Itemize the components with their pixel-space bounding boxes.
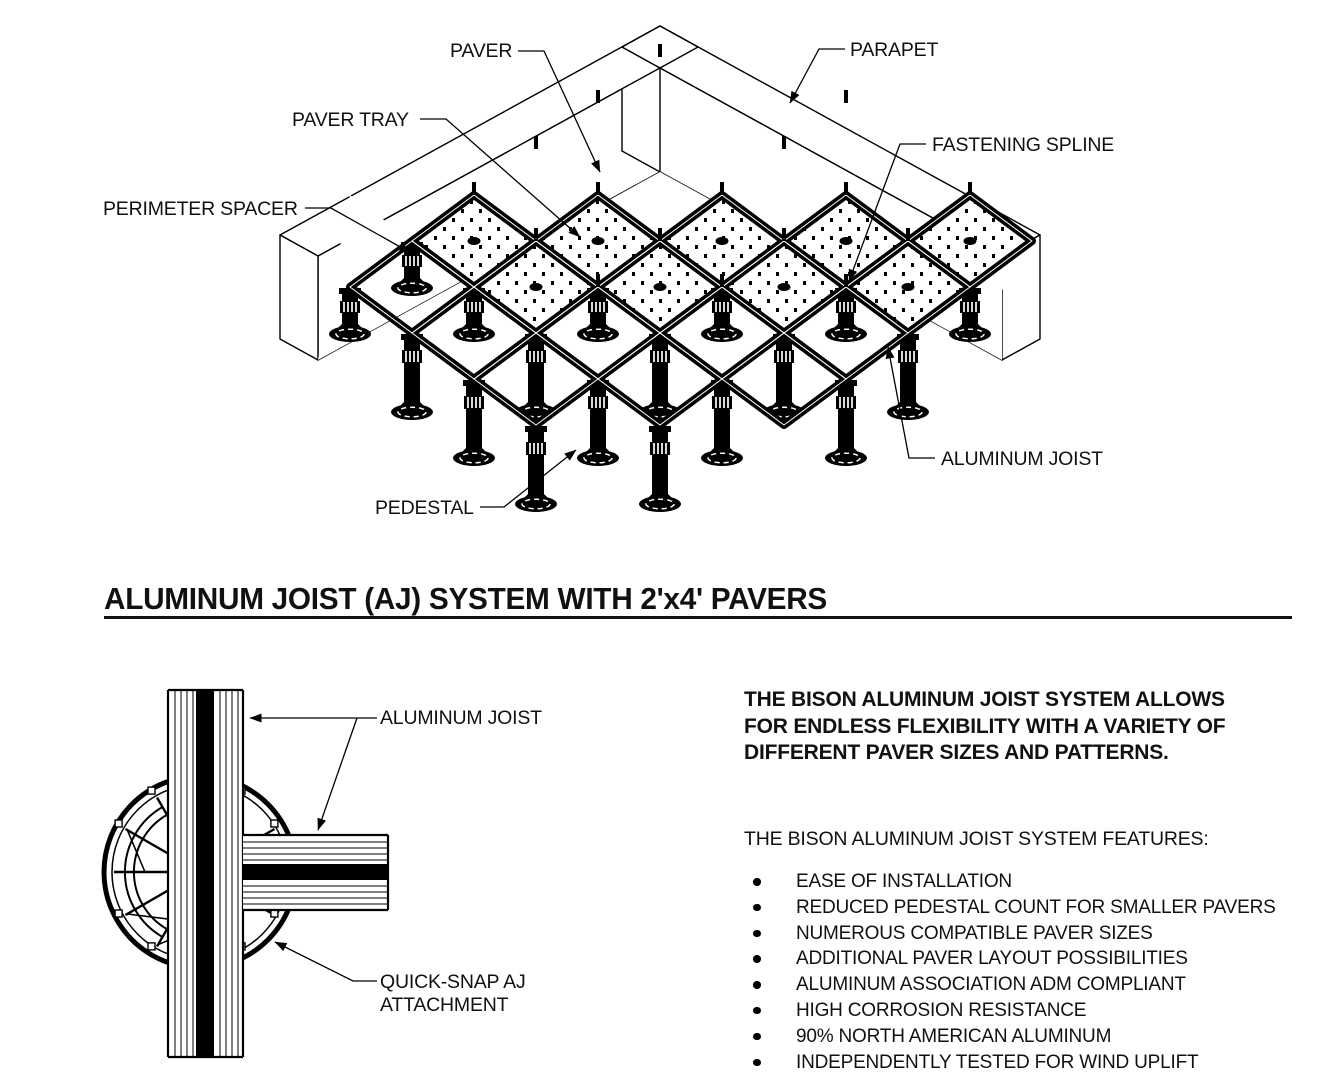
feature-item: HIGH CORROSION RESISTANCE — [744, 998, 1314, 1024]
leader-lines — [305, 48, 935, 508]
detail-label-quick-snap-line1: QUICK-SNAP AJ — [380, 971, 526, 993]
label-paver: PAVER — [450, 40, 512, 62]
label-parapet: PARAPET — [850, 39, 938, 61]
feature-item: REDUCED PEDESTAL COUNT FOR SMALLER PAVER… — [744, 895, 1314, 921]
title-rule — [104, 616, 1292, 619]
label-pedestal: PEDESTAL — [375, 497, 474, 519]
feature-item: ALUMINUM ASSOCIATION ADM COMPLIANT — [744, 972, 1314, 998]
fastening-spline-ticks — [534, 44, 848, 149]
feature-item: INDEPENDENTLY TESTED FOR WIND UPLIFT — [744, 1050, 1314, 1076]
features-heading: THE BISON ALUMINUM JOIST SYSTEM FEATURES… — [744, 828, 1209, 850]
detail-label-aluminum-joist: ALUMINUM JOIST — [380, 707, 542, 729]
label-fastening-spline: FASTENING SPLINE — [932, 134, 1114, 156]
isometric-assembly-diagram: PAVER PAVER TRAY PERIMETER SPACER PARAPE… — [103, 25, 1114, 519]
detail-leader-lines — [249, 713, 377, 982]
label-paver-tray: PAVER TRAY — [292, 109, 409, 131]
label-perimeter-spacer: PERIMETER SPACER — [103, 198, 298, 220]
quick-snap-detail-diagram: ALUMINUM JOIST QUICK-SNAP AJ ATTACHMENT — [101, 688, 542, 1059]
tray-center-drain — [467, 237, 977, 291]
intro-line-1: THE BISON ALUMINUM JOIST SYSTEM ALLOWS — [744, 688, 1225, 711]
feature-item: ADDITIONAL PAVER LAYOUT POSSIBILITIES — [744, 946, 1314, 972]
feature-item: EASE OF INSTALLATION — [744, 869, 1314, 895]
description-block: THE BISON ALUMINUM JOIST SYSTEM ALLOWS F… — [744, 687, 1304, 767]
intro-line-2: FOR ENDLESS FLEXIBILITY WITH A VARIETY O… — [744, 714, 1226, 738]
feature-item: NUMEROUS COMPATIBLE PAVER SIZES — [744, 921, 1314, 947]
detail-label-quick-snap-line2: ATTACHMENT — [380, 994, 509, 1016]
intro-line-3: DIFFERENT PAVER SIZES AND PATTERNS. — [744, 741, 1169, 764]
section-title: ALUMINUM JOIST (AJ) SYSTEM WITH 2'x4' PA… — [104, 581, 827, 616]
vertical-joist-plan — [166, 688, 245, 1059]
features-list: EASE OF INSTALLATION REDUCED PEDESTAL CO… — [744, 869, 1314, 1075]
feature-item: 90% NORTH AMERICAN ALUMINUM — [744, 1024, 1314, 1050]
horizontal-joist-plan — [243, 833, 390, 912]
tray-spline-ticks — [472, 182, 972, 287]
label-aluminum-joist: ALUMINUM JOIST — [941, 448, 1103, 470]
